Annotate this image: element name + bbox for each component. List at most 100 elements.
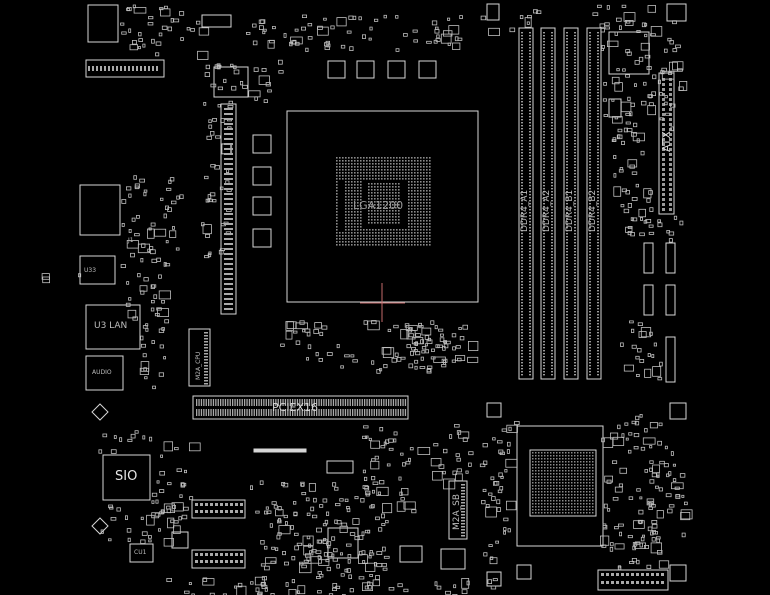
smd-part (430, 320, 435, 325)
pcie-pin (378, 409, 380, 416)
chipset-pad (592, 509, 594, 511)
smd-part (208, 198, 213, 203)
socket-pad (383, 198, 385, 200)
chipset-pad (577, 476, 579, 478)
smd-part (414, 359, 419, 364)
chipset-pad (553, 473, 555, 475)
dimm-pin (551, 278, 553, 280)
dimm-pin (589, 149, 591, 151)
m2-pin (204, 332, 208, 334)
dimm-pin (589, 209, 591, 211)
smd-part (483, 552, 488, 557)
smd-part (151, 258, 158, 263)
dimm-pin (521, 212, 523, 214)
dimm-pin (589, 353, 591, 355)
dimm-pin (529, 236, 531, 238)
smd-part (323, 42, 330, 47)
smd-part (499, 451, 505, 456)
socket-pad (414, 175, 416, 177)
dimm-pin (574, 113, 576, 115)
dimm-pin (521, 305, 523, 307)
pcie-pin (287, 399, 289, 406)
chipset-pad (535, 491, 537, 493)
pcie-pin (246, 399, 248, 406)
dimm-pin (529, 41, 531, 43)
smd-part (467, 340, 479, 351)
socket-pad (360, 241, 362, 243)
dimm-pin (529, 329, 531, 331)
dimm-pin (529, 347, 531, 349)
dimm-pin (589, 239, 591, 241)
smd-part (613, 154, 617, 159)
chipset-pad (583, 485, 585, 487)
socket-pad (417, 187, 419, 189)
smd-part (150, 222, 156, 227)
dimm-pin (566, 350, 568, 352)
dimm-pin (551, 296, 553, 298)
dimm-pin (597, 287, 599, 289)
socket-pad (420, 208, 422, 210)
dimm-pin (543, 89, 545, 91)
smd-part (631, 196, 638, 201)
chipset-pad (532, 458, 534, 460)
socket-pad (348, 166, 350, 168)
pcie-pin (402, 399, 404, 406)
smd-part (630, 102, 635, 107)
smd-part (672, 478, 677, 483)
chipset-pad (532, 512, 534, 514)
dimm-pin (551, 221, 553, 223)
smd-part (204, 72, 211, 77)
socket-pad (417, 169, 419, 171)
chipset-pad (574, 482, 576, 484)
pcie-pin (306, 399, 308, 406)
socket-pad (357, 202, 359, 204)
m2-pin (461, 493, 465, 495)
smd-part (324, 46, 330, 50)
socket-pad (420, 160, 422, 162)
dimm-pin (529, 92, 531, 94)
dimm-pin (574, 281, 576, 283)
chipset-pad (586, 479, 588, 481)
socket-pad (383, 204, 385, 206)
dimm-pin (529, 77, 531, 79)
socket-pad (360, 220, 362, 222)
socket-pad (351, 229, 353, 231)
socket-pad (429, 208, 431, 210)
chipset-pad (583, 497, 585, 499)
socket-pad (345, 175, 347, 177)
chipset-pad (547, 506, 549, 508)
socket-pad (420, 169, 422, 171)
socket-pad (389, 216, 391, 218)
socket-pad (369, 157, 371, 159)
socket-pad (389, 207, 391, 209)
smd-part (328, 593, 334, 595)
socket-pad (408, 238, 410, 240)
socket-pad (360, 238, 362, 240)
dimm-pin (543, 239, 545, 241)
socket-pad (389, 204, 391, 206)
socket-pad (402, 244, 404, 246)
socket-pad (348, 244, 350, 246)
socket-pad (339, 238, 341, 240)
socket-pad (417, 214, 419, 216)
socket-pad (357, 178, 359, 180)
header-pin (195, 503, 198, 506)
chipset-pad (562, 461, 564, 463)
socket-pad (357, 184, 359, 186)
dimm-pin (521, 347, 523, 349)
socket-pad (408, 232, 410, 234)
chipset-pad (559, 473, 561, 475)
chipset-pad (592, 512, 594, 514)
dimm-pin (529, 134, 531, 136)
socket-pad (383, 213, 385, 215)
chipset-pad (571, 467, 573, 469)
smd-part (236, 585, 247, 595)
dimm-pin (574, 236, 576, 238)
chipset-pad (562, 497, 564, 499)
socket-pad (398, 222, 400, 224)
vrm-pad (224, 208, 233, 210)
dimm-pin (574, 362, 576, 364)
chipset-pad (571, 491, 573, 493)
dimm-pin (529, 227, 531, 229)
smd-part (607, 40, 619, 47)
